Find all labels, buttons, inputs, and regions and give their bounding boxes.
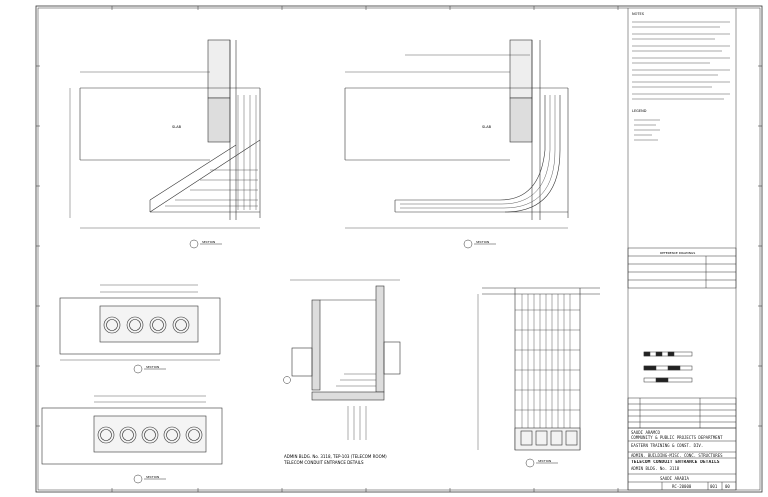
- scale-bars: [643, 351, 693, 383]
- reference-drawings-heading: REFERENCE DRAWINGS: [660, 251, 695, 255]
- detail-6-elevation-rebar: [477, 287, 600, 451]
- detail-6-caption: SECTION: [538, 459, 551, 463]
- detail-6-marker: [525, 458, 535, 468]
- detail-4-caption: SECTION: [146, 475, 159, 479]
- center-caption-line2: TELECOM CONDUIT ENTRANCE DETAILS: [283, 460, 364, 465]
- notes-heading: NOTES: [632, 12, 645, 16]
- detail-3-marker: [133, 364, 143, 374]
- detail-1-caption: SECTION: [202, 240, 215, 244]
- detail-2-caption: SECTION: [476, 240, 489, 244]
- detail-1-marker: [189, 239, 199, 249]
- title-sheet-no: 001: [710, 484, 718, 489]
- detail-2-marker: [463, 239, 473, 249]
- sheet-border-outer: [35, 5, 763, 493]
- sheet-border-inner: [37, 7, 761, 491]
- title-project: ADMIN. BUILDING-MISC. CONC. STRUCTURES: [631, 453, 723, 458]
- revision-table: [627, 397, 737, 429]
- notes-panel: [627, 8, 737, 490]
- reference-drawings-table: [627, 247, 737, 289]
- title-org-line1: SAUDI ARAMCO: [631, 430, 660, 435]
- detail-2-slab-label: SLAB: [482, 125, 492, 129]
- center-caption-line1: ADMIN BLDG. No. 3118, TEP-103 (TELECOM R…: [284, 454, 387, 459]
- legend-heading: LEGEND: [632, 109, 647, 113]
- title-block: [627, 427, 737, 491]
- detail-3-conduit-box-top: [59, 284, 221, 361]
- legend-lines: [634, 119, 660, 141]
- detail-1-slab-label: SLAB: [172, 125, 182, 129]
- detail-3-caption: SECTION: [146, 365, 159, 369]
- notes-lines: [632, 21, 730, 100]
- detail-4-conduit-box-bottom: [41, 395, 223, 465]
- title-location: SAUDI ARABIA: [660, 476, 689, 481]
- title-dwg-no: RC-20000: [672, 484, 692, 489]
- detail-2-slab-wall-curved: [344, 39, 569, 229]
- title-drawing-title2: ADMIN BLDG. No. 3118: [631, 466, 680, 471]
- detail-5-north-marker: [283, 376, 291, 384]
- zone-ticks: [36, 6, 762, 492]
- title-rev: 00: [725, 484, 730, 489]
- detail-1-slab-wall-left: [69, 39, 261, 229]
- title-drawing-title1: TELECOM CONDUIT ENTRANCE DETAILS: [631, 460, 720, 465]
- detail-5-plan-telecom-room: [290, 279, 401, 440]
- detail-4-marker: [133, 474, 143, 484]
- title-org-line2: COMMUNITY & PUBLIC PROJECTS DEPARTMENT: [631, 435, 723, 440]
- title-plant: EASTERN TRAINING & CONST. DIV.: [631, 443, 704, 448]
